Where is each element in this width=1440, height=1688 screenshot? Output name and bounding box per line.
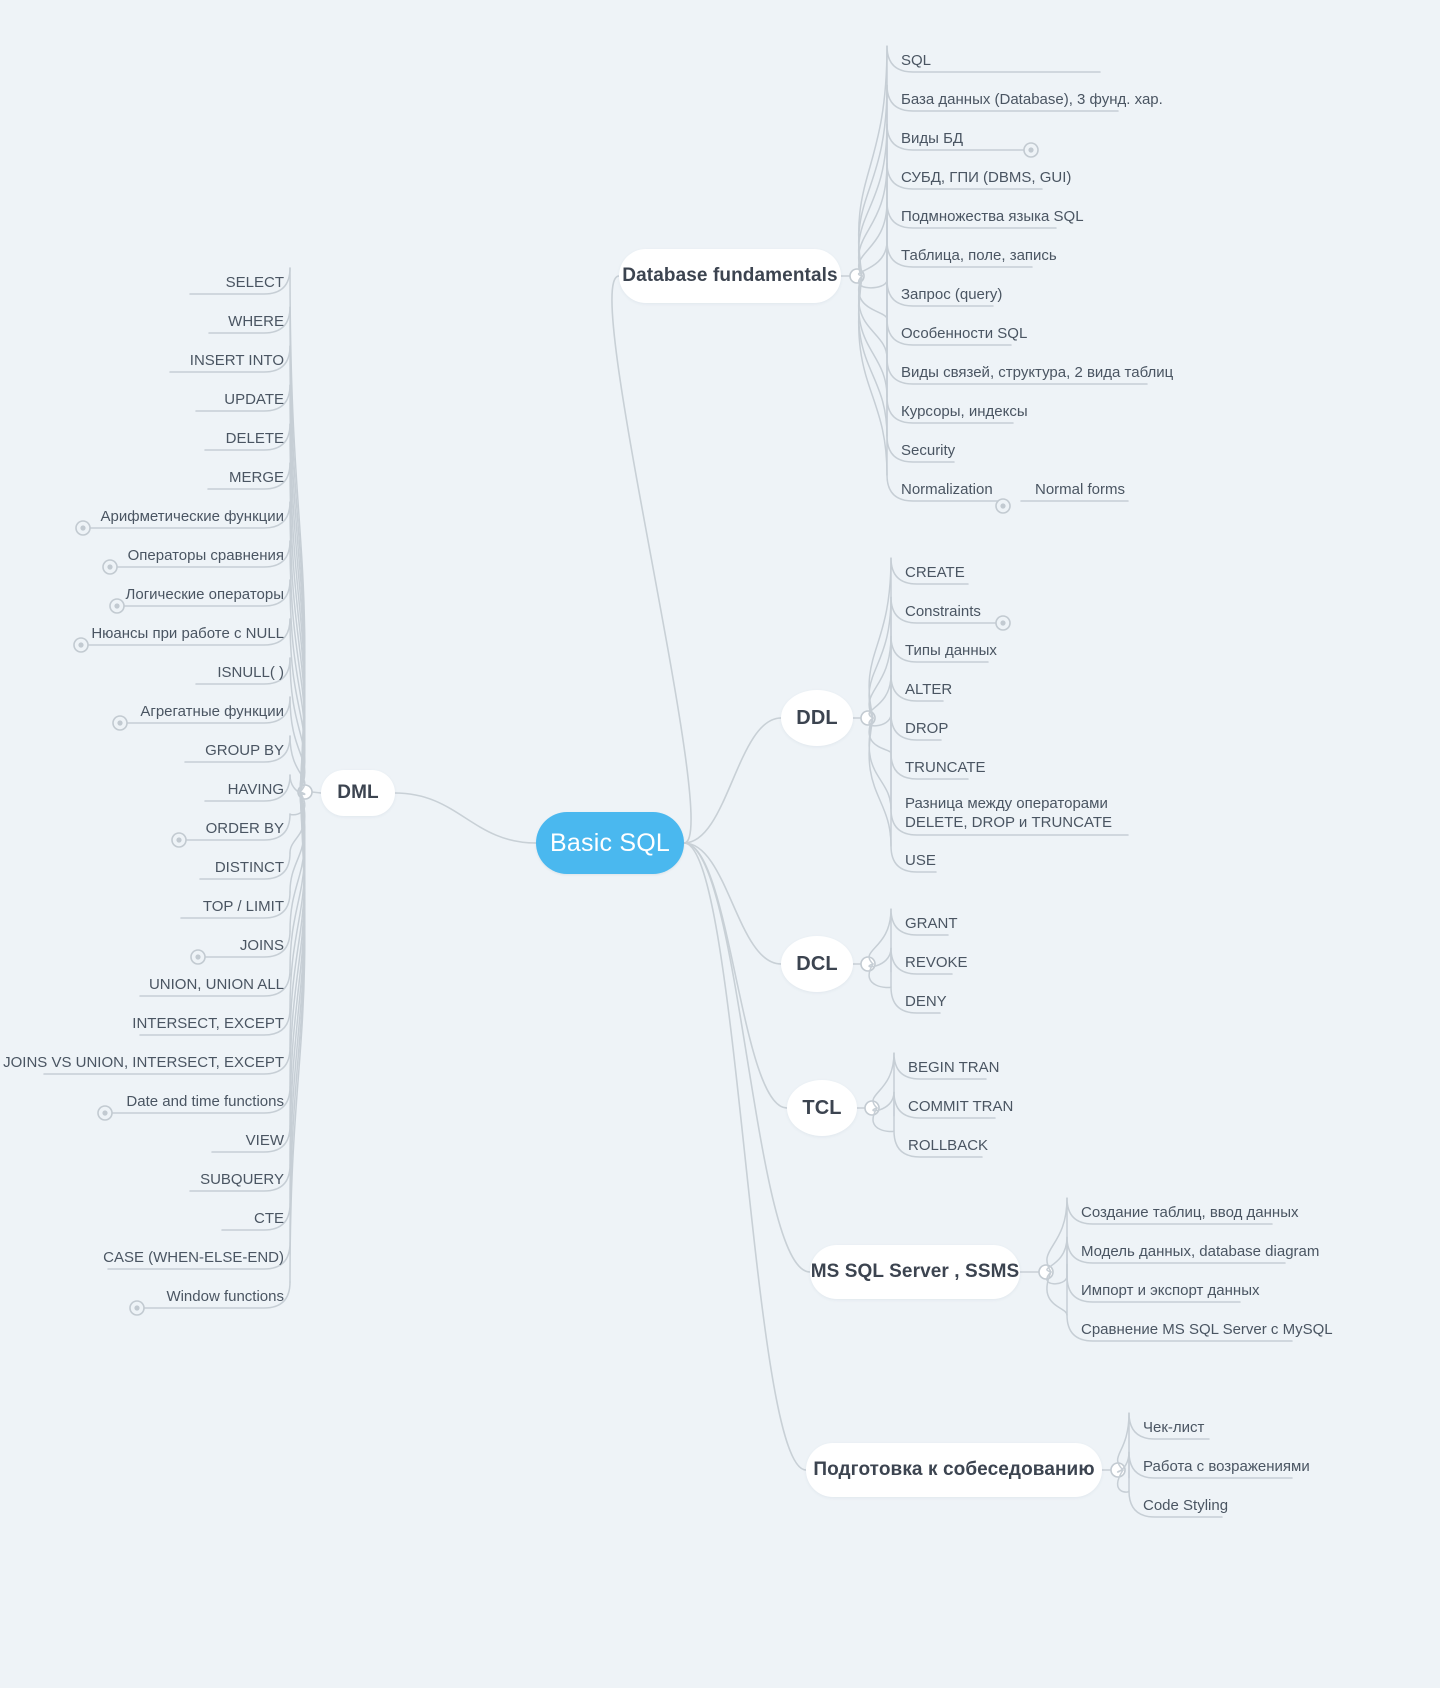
leaf-node[interactable]: Security: [901, 442, 956, 459]
topic-node-dml[interactable]: DML: [321, 770, 395, 816]
topic-node-dcl[interactable]: DCL: [781, 936, 853, 992]
topic-label: DCL: [796, 952, 838, 975]
topic-node-ms-sql-server[interactable]: MS SQL Server , SSMS: [810, 1245, 1020, 1299]
leaf-node[interactable]: Импорт и экспорт данных: [1081, 1282, 1260, 1299]
leaf-node[interactable]: TRUNCATE: [905, 759, 986, 776]
leaf-node[interactable]: GRANT: [905, 915, 958, 932]
leaf-node[interactable]: UPDATE: [224, 391, 284, 408]
leaf-node[interactable]: Нюансы при работе с NULL: [91, 625, 284, 642]
leaf-node[interactable]: Работа с возражениями: [1143, 1458, 1310, 1475]
topic-node-ddl[interactable]: DDL: [781, 690, 853, 746]
leaf-node[interactable]: Запрос (query): [901, 286, 1003, 303]
leaf-node[interactable]: SELECT: [225, 274, 284, 291]
leaf-node[interactable]: DISTINCT: [214, 859, 284, 876]
topic-node-database-fundamentals[interactable]: Database fundamentals: [619, 249, 841, 303]
leaf-node[interactable]: GROUP BY: [205, 742, 284, 759]
leaf-node[interactable]: Подмножества языка SQL: [901, 208, 1084, 225]
leaf-node[interactable]: MERGE: [228, 469, 284, 486]
leaf-node[interactable]: Виды связей, структура, 2 вида таблиц: [901, 364, 1174, 381]
leaf-node[interactable]: CREATE: [905, 564, 965, 581]
root-label: Basic SQL: [550, 828, 670, 857]
leaf-node[interactable]: Разница между операторами DELETE, DROP и…: [905, 795, 1113, 831]
topic-node-tcl[interactable]: TCL: [787, 1080, 857, 1136]
leaf-node[interactable]: CASE (WHEN-ELSE-END): [103, 1249, 284, 1266]
leaf-node[interactable]: REVOKE: [905, 954, 968, 971]
leaf-node[interactable]: ROLLBACK: [908, 1137, 989, 1154]
leaf-node[interactable]: DELETE: [225, 430, 284, 447]
leaf-node[interactable]: Constraints: [905, 603, 981, 620]
leaf-node[interactable]: Агрегатные функции: [140, 703, 284, 720]
leaf-node[interactable]: UNION, UNION ALL: [148, 976, 284, 993]
leaf-node[interactable]: INTERSECT, EXCEPT: [132, 1015, 284, 1032]
leaf-node[interactable]: SQL: [901, 52, 932, 69]
leaf-node[interactable]: BEGIN TRAN: [908, 1059, 1000, 1076]
leaf-node[interactable]: Логические операторы: [125, 586, 284, 603]
leaf-node[interactable]: Модель данных, database diagram: [1081, 1243, 1320, 1260]
topic-label: TCL: [802, 1096, 842, 1119]
leaf-node[interactable]: WHERE: [228, 313, 284, 330]
topic-label: MS SQL Server , SSMS: [810, 1261, 1020, 1282]
leaf-node[interactable]: Типы данных: [905, 642, 997, 659]
leaf-node[interactable]: HAVING: [227, 781, 284, 798]
leaf-node[interactable]: Арифметические функции: [100, 508, 284, 525]
topic-label: DML: [337, 782, 379, 803]
root-node[interactable]: Basic SQL: [536, 812, 684, 874]
leaf-node[interactable]: SUBQUERY: [200, 1171, 284, 1188]
leaf-node[interactable]: ORDER BY: [205, 820, 284, 837]
leaf-node[interactable]: ISNULL( ): [217, 664, 284, 681]
leaf-node[interactable]: VIEW: [245, 1132, 284, 1149]
leaf-node[interactable]: USE: [905, 852, 936, 869]
leaf-node[interactable]: Курсоры, индексы: [901, 403, 1028, 420]
topic-label: DDL: [796, 706, 838, 729]
leaf-node[interactable]: COMMIT TRAN: [908, 1098, 1014, 1115]
leaf-node[interactable]: JOINS: [239, 937, 284, 954]
topic-label: Database fundamentals: [622, 265, 838, 286]
leaf-node[interactable]: СУБД, ГПИ (DBMS, GUI): [901, 169, 1072, 186]
leaf-node[interactable]: Виды БД: [901, 130, 964, 147]
topic-label: Подготовка к собеседованию: [813, 1459, 1095, 1480]
leaf-node[interactable]: Code Styling: [1143, 1497, 1229, 1514]
leaf-node[interactable]: База данных (Database), 3 фунд. хар.: [901, 91, 1163, 108]
leaf-node[interactable]: Таблица, поле, запись: [901, 247, 1057, 264]
leaf-node[interactable]: Чек-лист: [1143, 1419, 1205, 1436]
leaf-node[interactable]: DROP: [905, 720, 949, 737]
leaf-node[interactable]: DENY: [905, 993, 947, 1010]
leaf-node[interactable]: ALTER: [905, 681, 953, 698]
leaf-node[interactable]: CTE: [254, 1210, 284, 1227]
leaf-node[interactable]: Операторы сравнения: [127, 547, 284, 564]
leaf-node[interactable]: Window functions: [166, 1288, 284, 1305]
leaf-node[interactable]: Normal forms: [1035, 481, 1126, 498]
leaf-node[interactable]: INSERT INTO: [189, 352, 284, 369]
leaf-node[interactable]: Создание таблиц, ввод данных: [1081, 1204, 1299, 1221]
topic-node-interview-prep[interactable]: Подготовка к собеседованию: [806, 1443, 1102, 1497]
leaf-node[interactable]: Normalization: [901, 481, 993, 498]
leaf-node[interactable]: Сравнение MS SQL Server с MySQL: [1081, 1321, 1333, 1338]
leaf-node[interactable]: TOP / LIMIT: [202, 898, 284, 915]
leaf-node[interactable]: Date and time functions: [126, 1093, 284, 1110]
leaf-node[interactable]: JOINS VS UNION, INTERSECT, EXCEPT: [3, 1054, 284, 1071]
leaf-node[interactable]: Особенности SQL: [901, 325, 1028, 342]
